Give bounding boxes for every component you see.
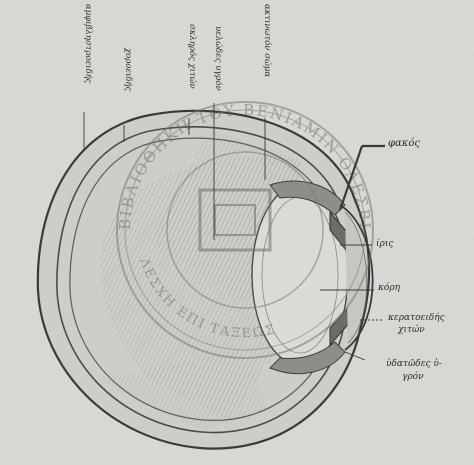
- label-cornea-1: κερατοειδής: [388, 314, 445, 323]
- label-aqueous-2: γρόν: [402, 373, 424, 382]
- label-cornea-2: χιτών: [398, 326, 425, 335]
- label-iris: ίρις: [376, 240, 393, 249]
- label-retina: αμφιβληστροειδής: [84, 4, 93, 83]
- label-ciliary-body: ακτινωτόν σώμα: [263, 4, 272, 77]
- label-pupil: κόρη: [378, 284, 400, 293]
- label-vitreous-humor: υελώδες υγρόν: [214, 26, 223, 91]
- label-aqueous-1: ὑδατῶδες ὑ-: [386, 360, 442, 369]
- label-choroid: χοροειδής: [124, 48, 133, 91]
- label-sclera: σκληρός χιτών: [188, 24, 197, 89]
- label-lens: φακός: [388, 139, 420, 149]
